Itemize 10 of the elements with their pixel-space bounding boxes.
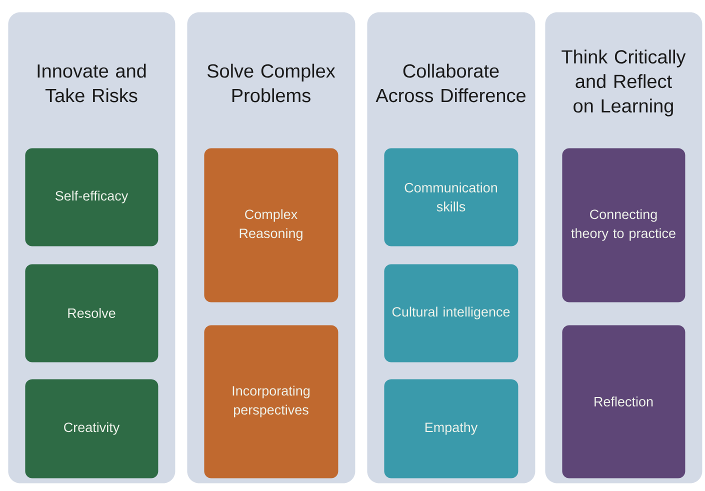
skill-box: Complex Reasoning — [204, 148, 338, 302]
skill-box: Resolve — [25, 264, 158, 362]
skill-box: Self-efficacy — [25, 148, 158, 246]
skill-box: Reflection — [562, 325, 686, 478]
skill-box: Communication skills — [384, 148, 518, 246]
skill-box: Incorporating perspectives — [204, 325, 338, 478]
skill-box: Connecting theory to practice — [562, 148, 686, 302]
skill-box: Empathy — [384, 379, 518, 478]
skill-box: Cultural intelligence — [384, 264, 518, 362]
skill-box: Creativity — [25, 379, 158, 478]
